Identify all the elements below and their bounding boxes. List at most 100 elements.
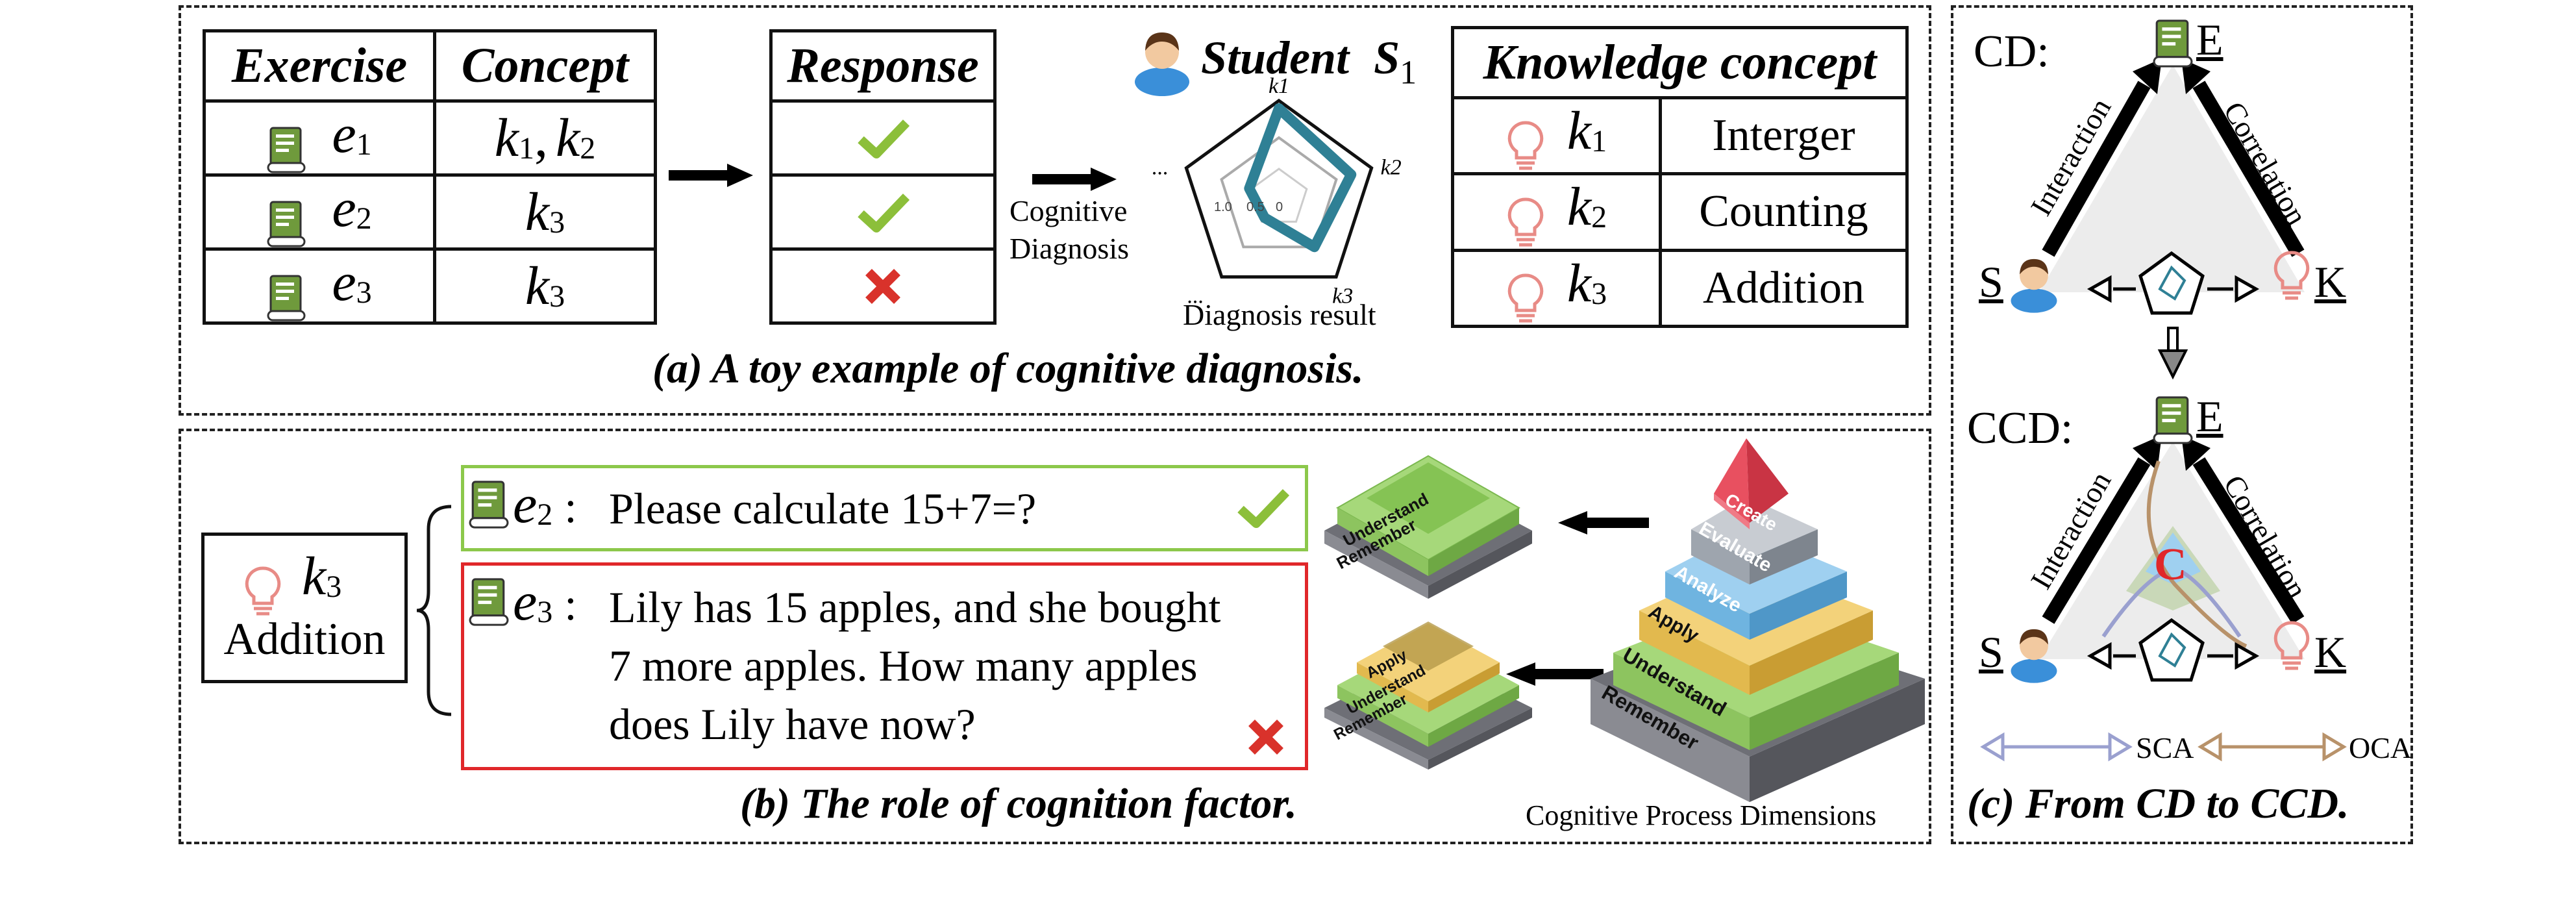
exercise-symbol: e — [332, 104, 356, 165]
knowledge-sub: 3 — [1591, 276, 1607, 311]
knowledge-key-3: k3 — [1451, 248, 1662, 328]
question-sub: 2 — [537, 497, 553, 533]
exercise-sub: 2 — [356, 201, 372, 236]
legend-oca: OCA — [2349, 731, 2412, 764]
lightbulb-icon — [1507, 273, 1544, 323]
legend-sca: SCA — [2136, 731, 2194, 764]
student-word: Student — [1201, 32, 1350, 84]
concept-cell-3: k3 — [433, 247, 657, 325]
lightbulb-icon — [2273, 251, 2310, 300]
sca-curve — [2180, 570, 2242, 638]
student-sub: 1 — [1400, 54, 1417, 92]
question-e2-text: Please calculate 15+7=? — [609, 484, 1037, 533]
concept-k: k — [525, 182, 550, 242]
check-icon — [858, 119, 910, 158]
question-colon: : — [564, 580, 577, 630]
header-knowledge-concept: Knowledge concept — [1451, 26, 1909, 99]
caption-a: (a) A toy example of cognitive diagnosis… — [652, 345, 1364, 392]
knowledge-k: k — [1567, 177, 1592, 238]
arrow-head-icon — [2133, 58, 2162, 94]
knowledge-k: k — [1567, 253, 1592, 314]
node-k: K — [2314, 627, 2347, 677]
student-symbol: S — [1374, 32, 1400, 84]
radar-tick-label: 0.5 — [1246, 200, 1265, 214]
question-colon: : — [564, 483, 577, 533]
question-e3-id: e3: — [513, 570, 577, 633]
panel-c — [1951, 5, 2413, 844]
question-symbol: e — [513, 571, 538, 632]
radar-tick-label: 1.0 — [1214, 200, 1232, 214]
cross-icon — [865, 268, 900, 304]
book-icon — [267, 275, 306, 321]
concept-sep: , — [534, 108, 548, 168]
radar-axis-label: k2 — [1381, 156, 1402, 180]
knowledge-name-3: Addition — [1659, 248, 1909, 328]
brace — [416, 505, 452, 716]
knowledge-name-2: Counting — [1659, 172, 1909, 252]
question-e2-box — [461, 465, 1308, 551]
arrow-left-icon — [1506, 662, 1604, 686]
lightbulb-icon — [1507, 197, 1544, 247]
interaction-edge — [2042, 81, 2151, 257]
knowledge-key-1: k1 — [1451, 95, 1662, 176]
knowledge-k: k — [1567, 101, 1592, 161]
knowledge-sub: 2 — [1591, 200, 1607, 235]
knowledge-name-1: Interger — [1659, 95, 1909, 176]
radar-data-polygon — [1244, 103, 1357, 253]
cd-label-line: Diagnosis — [1009, 232, 1129, 265]
pyramid-big: Create Evaluate Analyze Apply Understand… — [1591, 438, 1925, 802]
student-avatar-icon — [1135, 32, 1189, 96]
concept-sub: 1 — [519, 131, 534, 166]
concept-name: Addition — [223, 614, 386, 664]
exercise-sub: 1 — [356, 127, 372, 162]
exercise-table: Exercise Concept e1 k1,k2 e2 k3 e3 k3 — [203, 29, 657, 325]
question-line: Lily has 15 apples, and she bought — [609, 583, 1221, 632]
exercise-symbol: e — [332, 178, 356, 239]
response-cell-1 — [769, 99, 997, 177]
radar-axis-label: ... — [1152, 156, 1169, 180]
node-e: E — [2196, 392, 2223, 441]
exercise-symbol: e — [332, 252, 356, 313]
question-symbol: e — [513, 474, 538, 534]
book-icon — [2153, 19, 2193, 68]
response-cell-2 — [769, 173, 997, 251]
panel-b — [179, 429, 1931, 844]
radar-caption: Diagnosis result — [1183, 298, 1376, 331]
radar-axis-label: ... — [1187, 284, 1204, 308]
header-exercise: Exercise — [203, 29, 436, 103]
radar-tick-label: 0 — [1276, 200, 1283, 214]
question-e3-text: Lily has 15 apples, and she bought 7 mor… — [609, 578, 1220, 753]
question-line: 7 more apples. How many apples — [609, 641, 1198, 690]
arrow-right-icon — [669, 164, 753, 187]
concept-k: k — [525, 256, 550, 316]
radar-grid-ring — [1220, 136, 1338, 249]
book-icon — [267, 201, 306, 247]
check-icon — [858, 193, 910, 232]
arrow-left-icon — [2087, 642, 2112, 670]
arrow-left-icon — [2087, 275, 2112, 303]
knowledge-sub: 1 — [1591, 124, 1607, 159]
radar-axis-label: k3 — [1332, 284, 1353, 308]
mini-radar-icon — [2138, 251, 2205, 315]
header-concept: Concept — [433, 29, 657, 103]
concept-cell-1: k1,k2 — [433, 99, 657, 177]
pyramid-caption: Cognitive Process Dimensions — [1526, 799, 1877, 831]
arrow-right-icon — [2235, 275, 2260, 303]
panel-a — [179, 5, 1931, 416]
book-icon — [267, 127, 306, 173]
knowledge-key-2: k2 — [1451, 172, 1662, 252]
cross-icon — [1248, 720, 1283, 755]
correlation-edge — [2192, 81, 2305, 257]
book-icon — [469, 578, 509, 626]
sca-curve — [2101, 570, 2166, 638]
arrow-left-icon — [1558, 511, 1649, 534]
concept-k: k — [556, 108, 580, 168]
pyramid-small-apply: Apply Understand Remember — [1324, 622, 1532, 770]
question-line: does Lily have now? — [609, 699, 976, 749]
concept-sub: 3 — [549, 205, 565, 240]
question-sub: 3 — [537, 595, 553, 630]
oca-curve — [2146, 460, 2248, 648]
cd-triangle — [2039, 65, 2305, 292]
student-label: Student S1 — [1201, 31, 1417, 92]
center-c-label: C — [2154, 540, 2187, 590]
